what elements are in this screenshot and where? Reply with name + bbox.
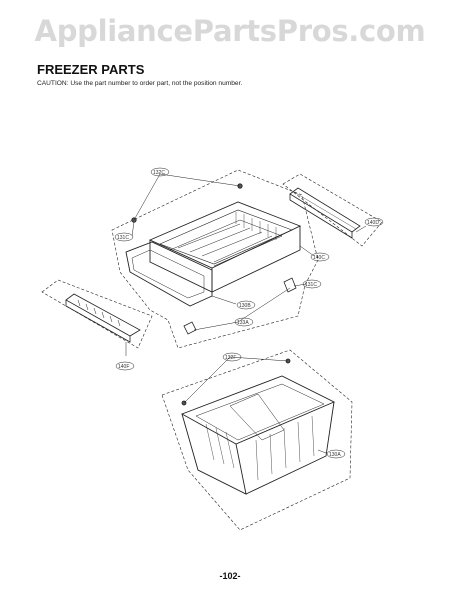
- callout-131c-right: 131C: [305, 282, 317, 288]
- fitting-left: [183, 321, 197, 335]
- callout-140d: 140D: [367, 220, 379, 226]
- lower-basket-group-outline: [161, 349, 353, 531]
- caution-note: CAUTION: Use the part number to order pa…: [37, 80, 243, 87]
- callout-131c: 131C: [117, 235, 129, 241]
- rail-part: [289, 187, 361, 239]
- callout-132f: 132F: [225, 355, 236, 361]
- callout-130a: 130A: [329, 452, 341, 458]
- page-number: -102-: [219, 571, 241, 581]
- rail-group-outline: [282, 173, 383, 247]
- callout-140f: 140F: [118, 364, 129, 370]
- page-title: FREEZER PARTS: [37, 62, 145, 77]
- callout-132c: 132C: [153, 170, 165, 176]
- callout-130b: 130B: [239, 303, 251, 309]
- callout-140c: 140C: [313, 255, 325, 261]
- upper-drawer: [125, 201, 302, 307]
- cover-group-outline: [41, 279, 153, 349]
- callout-133a: 133A: [237, 320, 249, 326]
- fitting-right: [283, 277, 297, 293]
- upper-drawer-group-outline: [111, 169, 319, 349]
- lower-basket: [180, 375, 336, 495]
- watermark: AppliancePartsPros.com: [34, 14, 426, 48]
- cover-part: [65, 293, 141, 343]
